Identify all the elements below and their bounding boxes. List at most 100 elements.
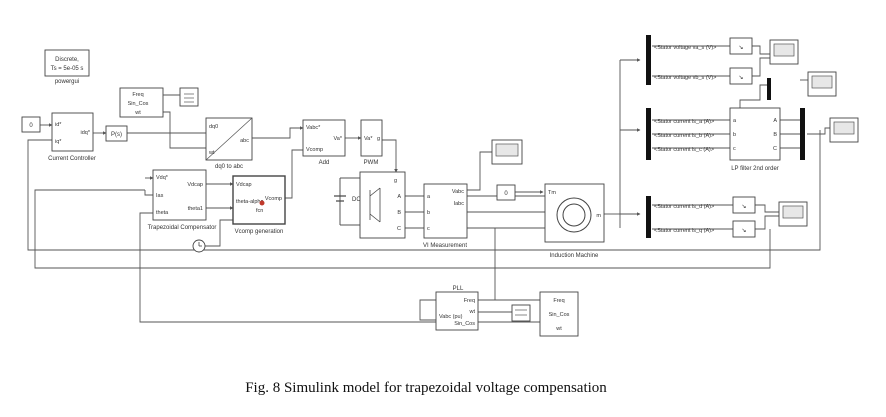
svg-text:idq*: idq*	[81, 130, 91, 136]
svg-text:Sin_Cos: Sin_Cos	[549, 312, 570, 318]
svg-text:<Stator current is_q (A)>: <Stator current is_q (A)>	[654, 228, 714, 234]
bus-selector-voltage[interactable]: <Stator voltage va_s (V)> <Stator voltag…	[646, 35, 716, 85]
lp-filter-block[interactable]: a b c A B C LP filter 2nd order	[729, 107, 781, 172]
svg-text:wt: wt	[555, 326, 562, 332]
small-display-icon[interactable]	[179, 87, 199, 107]
bus-selector-current[interactable]: <Stator current is_a (A)> <Stator curren…	[646, 108, 714, 160]
svg-text:Discrete,: Discrete,	[55, 57, 79, 63]
svg-text:<Stator voltage vb_s (V)>: <Stator voltage vb_s (V)>	[654, 75, 716, 81]
svg-text:c: c	[733, 146, 736, 152]
svg-text:theta1: theta1	[188, 206, 203, 212]
svg-text:Tm: Tm	[548, 190, 556, 196]
transfer-fcn-top-1[interactable]: ↘	[729, 37, 753, 55]
svg-text:c: c	[427, 226, 430, 232]
svg-text:theta: theta	[156, 210, 169, 216]
svg-text:Trapezoidal Compensator: Trapezoidal Compensator	[148, 225, 217, 231]
pwm-block[interactable]: Va* g PWM	[360, 119, 383, 166]
svg-text:0: 0	[504, 191, 508, 197]
svg-text:C: C	[773, 146, 777, 152]
pi-transfer-block[interactable]: P(s)	[105, 125, 128, 142]
signal-wires	[27, 45, 830, 323]
svg-text:B: B	[773, 132, 777, 138]
svg-text:Freq: Freq	[553, 298, 564, 304]
svg-text:PLL: PLL	[453, 286, 464, 292]
clock-icon[interactable]	[192, 239, 206, 253]
svg-text:Vcomp: Vcomp	[306, 147, 323, 153]
svg-text:dq0 to abc: dq0 to abc	[215, 164, 243, 170]
svg-text:DC: DC	[352, 197, 361, 203]
scope-vi[interactable]	[491, 139, 523, 165]
mux-top[interactable]	[767, 78, 771, 100]
svg-text:<Stator voltage va_s (V)>: <Stator voltage va_s (V)>	[654, 45, 716, 51]
pll-bus-block[interactable]: Freq Sin_Cos wt	[539, 291, 579, 337]
svg-text:Current Controller: Current Controller	[48, 156, 96, 162]
svg-text:Vcomp generation: Vcomp generation	[235, 229, 284, 235]
svg-text:wt: wt	[469, 309, 476, 315]
svg-text:Vabc (pu): Vabc (pu)	[439, 314, 463, 320]
trapezoidal-compensator-block[interactable]: Vdq* Vdcap Ias theta1 theta Trapezoidal …	[148, 169, 217, 231]
svg-text:Vdcap: Vdcap	[187, 182, 203, 188]
svg-text:Vcomp: Vcomp	[265, 196, 282, 202]
svg-text:g: g	[377, 136, 380, 142]
transfer-fcn-top-2[interactable]: ↘	[729, 67, 753, 85]
pll-display[interactable]	[511, 304, 531, 322]
fcn-icon	[259, 200, 265, 206]
constant-zero-block[interactable]: 0	[21, 116, 41, 133]
svg-text:Vdq*: Vdq*	[156, 175, 169, 181]
svg-text:Ts = 5e-05 s: Ts = 5e-05 s	[51, 66, 84, 72]
svg-text:b: b	[427, 210, 430, 216]
svg-text:C: C	[397, 226, 401, 232]
svg-text:Sin_Cos: Sin_Cos	[454, 321, 475, 327]
transfer-fcn-bot-1[interactable]: ↘	[732, 196, 756, 214]
clock-bus-block[interactable]: Freq Sin_Cos wt	[119, 87, 164, 118]
svg-text:VI Measurement: VI Measurement	[423, 243, 467, 249]
svg-text:↘: ↘	[738, 75, 743, 81]
svg-text:Va*: Va*	[364, 136, 373, 142]
svg-text:Add: Add	[319, 160, 330, 166]
svg-text:LP filter 2nd order: LP filter 2nd order	[731, 166, 779, 172]
svg-text:0: 0	[29, 123, 33, 129]
svg-text:Iabc: Iabc	[454, 201, 465, 207]
vi-measurement-block[interactable]: Vabc Iabc a b c VI Measurement	[423, 183, 468, 249]
transfer-fcn-bot-2[interactable]: ↘	[732, 220, 756, 238]
svg-text:Freq: Freq	[464, 298, 475, 304]
svg-text:↘: ↘	[741, 228, 746, 234]
dc-source-block[interactable]: DC	[334, 178, 361, 225]
scope-mid[interactable]	[829, 117, 859, 143]
svg-text:m: m	[596, 213, 601, 219]
pll-block[interactable]: PLL Vabc (pu) Freq wt Sin_Cos	[435, 286, 479, 331]
svg-text:<Stator current is_a (A)>: <Stator current is_a (A)>	[654, 119, 714, 125]
powergui-block[interactable]: Discrete, Ts = 5e-05 s powergui	[44, 49, 90, 85]
svg-text:Va*: Va*	[334, 136, 343, 142]
svg-text:iq*: iq*	[55, 139, 62, 145]
svg-text:<Stator current is_d (A)>: <Stator current is_d (A)>	[654, 204, 714, 210]
svg-text:<Stator current is_c (A)>: <Stator current is_c (A)>	[654, 147, 714, 153]
scope-top-2[interactable]	[807, 71, 837, 97]
svg-text:wt: wt	[134, 110, 141, 116]
svg-text:Vabc: Vabc	[452, 189, 464, 195]
svg-text:theta-alpha: theta-alpha	[236, 199, 264, 205]
svg-text:Ias: Ias	[156, 193, 164, 199]
svg-text:B: B	[397, 210, 401, 216]
svg-text:<Stator current is_b (A)>: <Stator current is_b (A)>	[654, 133, 714, 139]
svg-text:↘: ↘	[738, 45, 743, 51]
mux-mid[interactable]	[800, 108, 805, 160]
vcomp-generation-block[interactable]: Vdcap theta-alpha fcn Vcomp Vcomp genera…	[232, 175, 286, 235]
svg-text:A: A	[773, 118, 777, 124]
current-controller-block[interactable]: id* iq* idq* Current Controller	[48, 112, 96, 162]
svg-text:abc: abc	[240, 138, 249, 144]
figure-caption: Fig. 8 Simulink model for trapezoidal vo…	[245, 380, 607, 396]
bus-selector-dq[interactable]: <Stator current is_d (A)> <Stator curren…	[646, 196, 714, 238]
torque-constant-block[interactable]: 0	[496, 184, 516, 201]
svg-text:a: a	[427, 194, 431, 200]
induction-machine-block[interactable]: Tm m Induction Machine	[544, 183, 605, 259]
dq0-to-abc-block[interactable]: dq0 abc wt dq0 to abc	[205, 117, 253, 170]
add-block[interactable]: Vabc* Vcomp Va* Add	[302, 119, 346, 166]
svg-text:g: g	[394, 178, 397, 184]
scope-bot[interactable]	[778, 201, 808, 227]
scope-top-1[interactable]	[769, 39, 799, 65]
inverter-bridge-block[interactable]: g A B C	[359, 171, 406, 239]
svg-text:PWM: PWM	[364, 160, 379, 166]
